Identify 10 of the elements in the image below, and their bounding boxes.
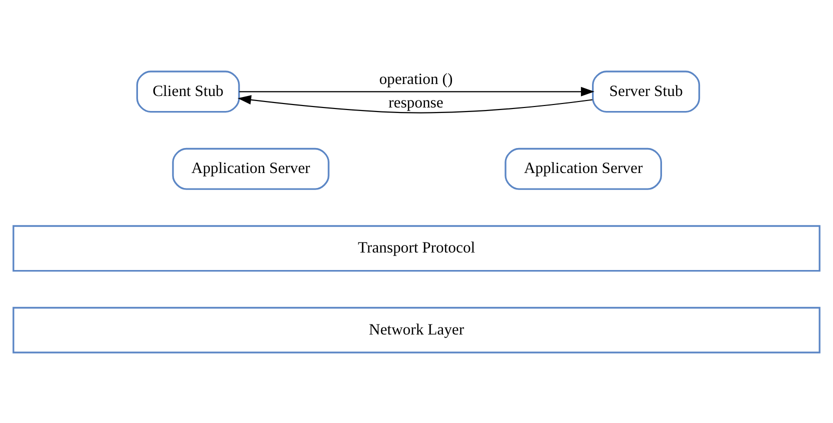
node-box: Application Server <box>172 147 330 190</box>
node-box: Network Layer <box>12 306 820 353</box>
node-box: Client Stub <box>136 70 240 112</box>
arrow <box>238 94 592 113</box>
edge-label: response <box>388 94 444 112</box>
node-box: Transport Protocol <box>12 224 820 272</box>
node-box: Application Server <box>504 147 662 190</box>
node-box: Server Stub <box>592 70 700 112</box>
arrow <box>239 86 594 96</box>
edge-label: operation () <box>379 70 453 88</box>
